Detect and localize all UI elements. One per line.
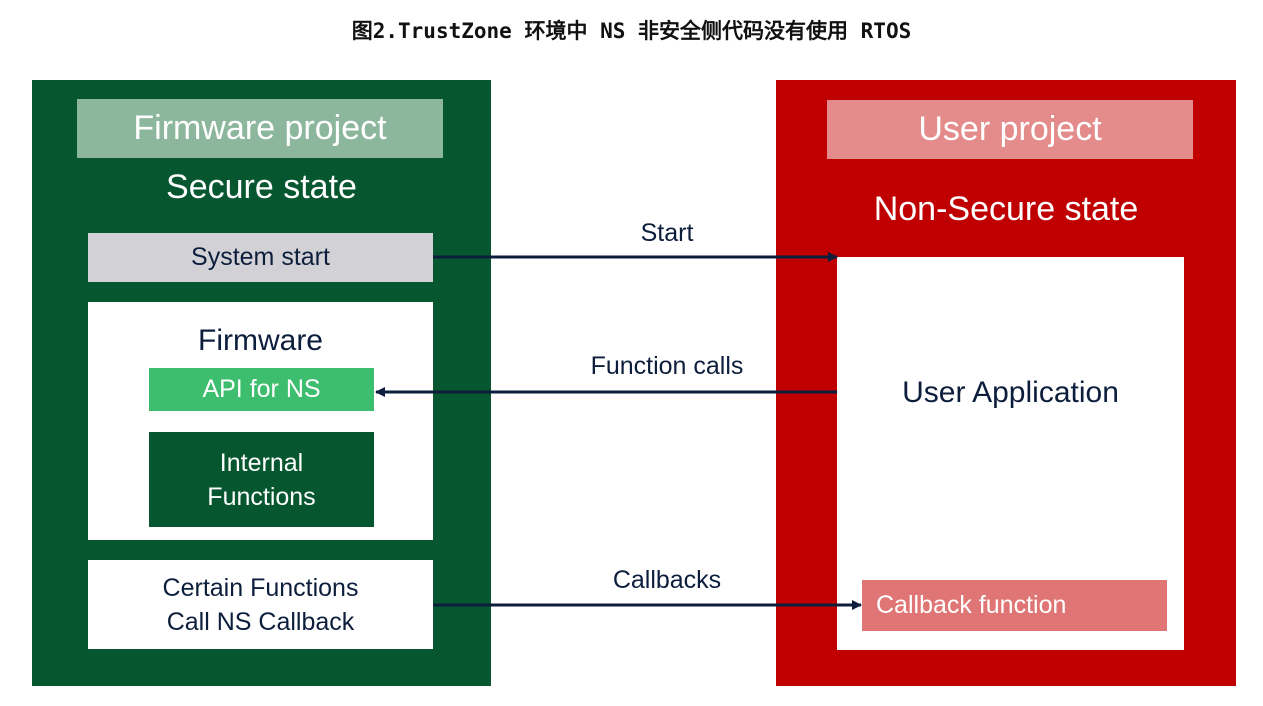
callback-caller-line2: Call NS Callback	[166, 607, 355, 636]
callback-caller-line1: Certain Functions	[162, 573, 359, 602]
firmware-label: Firmware	[198, 324, 323, 357]
callback-caller-box: Certain Functions Call NS Callback	[88, 560, 433, 649]
api-for-ns-box: API for NS	[149, 368, 374, 411]
callbacks-arrow-label: Callbacks	[612, 565, 722, 594]
function-calls-arrow-label: Function calls	[590, 351, 744, 380]
user-application-label: User Application	[902, 376, 1119, 409]
internal-functions-box: Internal Functions	[149, 432, 374, 527]
callback-function-box: Callback function	[862, 580, 1167, 631]
start-arrow-label: Start	[640, 218, 694, 247]
figure-title: 图2.TrustZone 环境中 NS 非安全侧代码没有使用 RTOS	[351, 19, 912, 43]
internal-functions-line2: Functions	[207, 482, 316, 511]
firmware-project-label: Firmware project	[77, 99, 443, 158]
nonsecure-state-label: Non-Secure state	[873, 189, 1139, 228]
internal-functions-line1: Internal	[219, 448, 304, 477]
secure-state-label: Secure state	[166, 167, 357, 206]
system-start-box: System start	[88, 233, 433, 282]
user-project-label: User project	[827, 100, 1193, 159]
